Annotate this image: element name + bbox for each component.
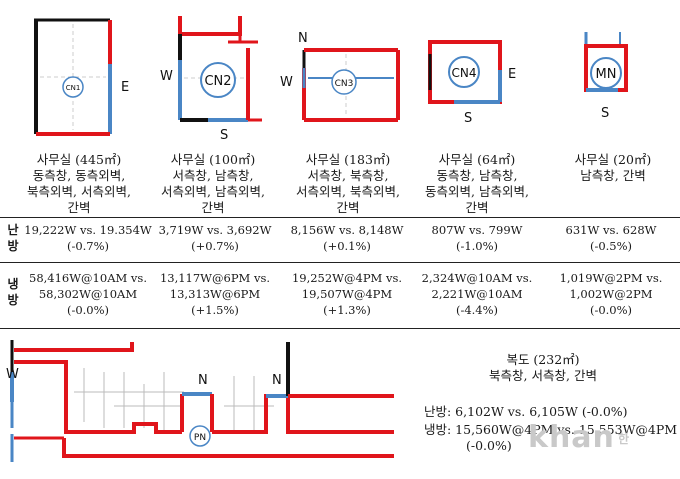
heating-value-cn1: 19,222W vs. 19.354W (-0.7%) — [24, 223, 152, 253]
plan-cn3: CN3 N W — [278, 28, 404, 132]
cooling-value-cn4: 2,324W@10AM vs. 2,221W@10AM (-4.4%) — [421, 271, 533, 317]
divider-top — [0, 217, 680, 218]
plan-pn: PN W N N — [4, 332, 408, 464]
room-caption-cn4: 사무실 (64㎡) 동측창, 남측창, 동측외벽, 남측외벽, 간벽 — [425, 152, 529, 215]
north-label: N — [298, 31, 308, 46]
room-caption-cn3: 사무실 (183㎡) 서측창, 북측창, 서측외벽, 북측외벽, 간벽 — [296, 152, 400, 215]
plan-cn1: CN1 E — [28, 14, 138, 142]
plan-cn2: CN2 W S — [158, 8, 270, 142]
west-label: W — [280, 75, 293, 90]
row-label-cooling: 냉 방 — [7, 277, 19, 307]
heating-value-cn3: 8,156W vs. 8,148W (+0.1%) — [290, 223, 404, 253]
east-label: E — [121, 80, 129, 95]
divider-bottom — [0, 328, 680, 329]
south-label: S — [220, 128, 228, 142]
north-label: N — [198, 373, 208, 388]
cooling-value-mn: 1,019W@2PM vs. 1,002W@2PM (-0.0%) — [559, 271, 663, 317]
corridor-cooling-percent: (-0.0%) — [466, 438, 512, 453]
divider-middle — [0, 262, 680, 263]
cn1-badge-label: CN1 — [66, 84, 81, 92]
heating-value-cn4: 807W vs. 799W (-1.0%) — [431, 223, 523, 253]
room-caption-cn1: 사무실 (445㎡) 동측창, 동측외벽, 북측외벽, 서측외벽, 간벽 — [27, 152, 131, 215]
row-label-heating: 난 방 — [7, 223, 19, 253]
heating-value-cn2: 3,719W vs. 3,692W (+0.7%) — [158, 223, 272, 253]
south-label: S — [464, 111, 472, 126]
plan-cn4: CN4 E S — [424, 30, 528, 130]
cn2-badge-label: CN2 — [204, 74, 231, 89]
watermark-logo: khan — [528, 420, 615, 455]
cooling-value-cn3: 19,252W@4PM vs. 19,507W@4PM (+1.3%) — [291, 271, 403, 317]
corridor-cooling-value: 냉방: 15,560W@4PM vs. 15,553W@4PM — [424, 422, 678, 437]
watermark-suffix: 한 — [618, 432, 631, 446]
north-label: N — [272, 373, 282, 388]
south-label: S — [601, 106, 609, 121]
mn-badge-label: MN — [596, 67, 617, 82]
corridor-caption: 복도 (232㎡) 북측창, 서측창, 간벽 — [489, 352, 597, 383]
plan-mn: MN S — [568, 28, 638, 128]
east-label: E — [508, 67, 516, 82]
cn3-badge-label: CN3 — [335, 79, 354, 89]
west-label: W — [6, 367, 19, 382]
pn-badge-label: PN — [194, 433, 206, 443]
room-caption-mn: 사무실 (20㎡) 남측창, 간벽 — [574, 152, 652, 183]
cooling-value-cn1: 58,416W@10AM vs. 58,302W@10AM (-0.0%) — [29, 271, 147, 317]
cooling-value-cn2: 13,117W@6PM vs. 13,313W@6PM (+1.5%) — [159, 271, 271, 317]
west-label: W — [160, 69, 173, 84]
cn4-badge-label: CN4 — [452, 66, 477, 80]
heating-value-mn: 631W vs. 628W (-0.5%) — [565, 223, 657, 253]
corridor-heating-value: 난방: 6,102W vs. 6,105W (-0.0%) — [424, 404, 628, 419]
room-caption-cn2: 사무실 (100㎡) 서측창, 남측창, 서측외벽, 남측외벽, 간벽 — [161, 152, 265, 215]
